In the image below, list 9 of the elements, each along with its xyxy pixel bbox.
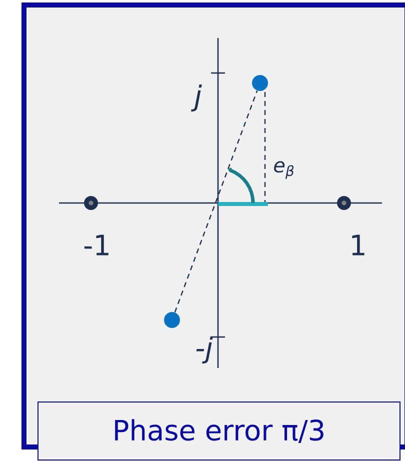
tick-label: -1 <box>84 234 108 256</box>
axis-label: j <box>190 84 202 112</box>
angle-label: e$_{β}$ <box>274 161 294 179</box>
axis-label: -j <box>196 336 213 364</box>
caption-box: Phase error π/3 <box>38 402 400 460</box>
signal-point <box>164 312 180 328</box>
signal-point <box>252 75 268 91</box>
dashed-line <box>174 90 258 313</box>
tick-label: 1 <box>352 234 364 256</box>
